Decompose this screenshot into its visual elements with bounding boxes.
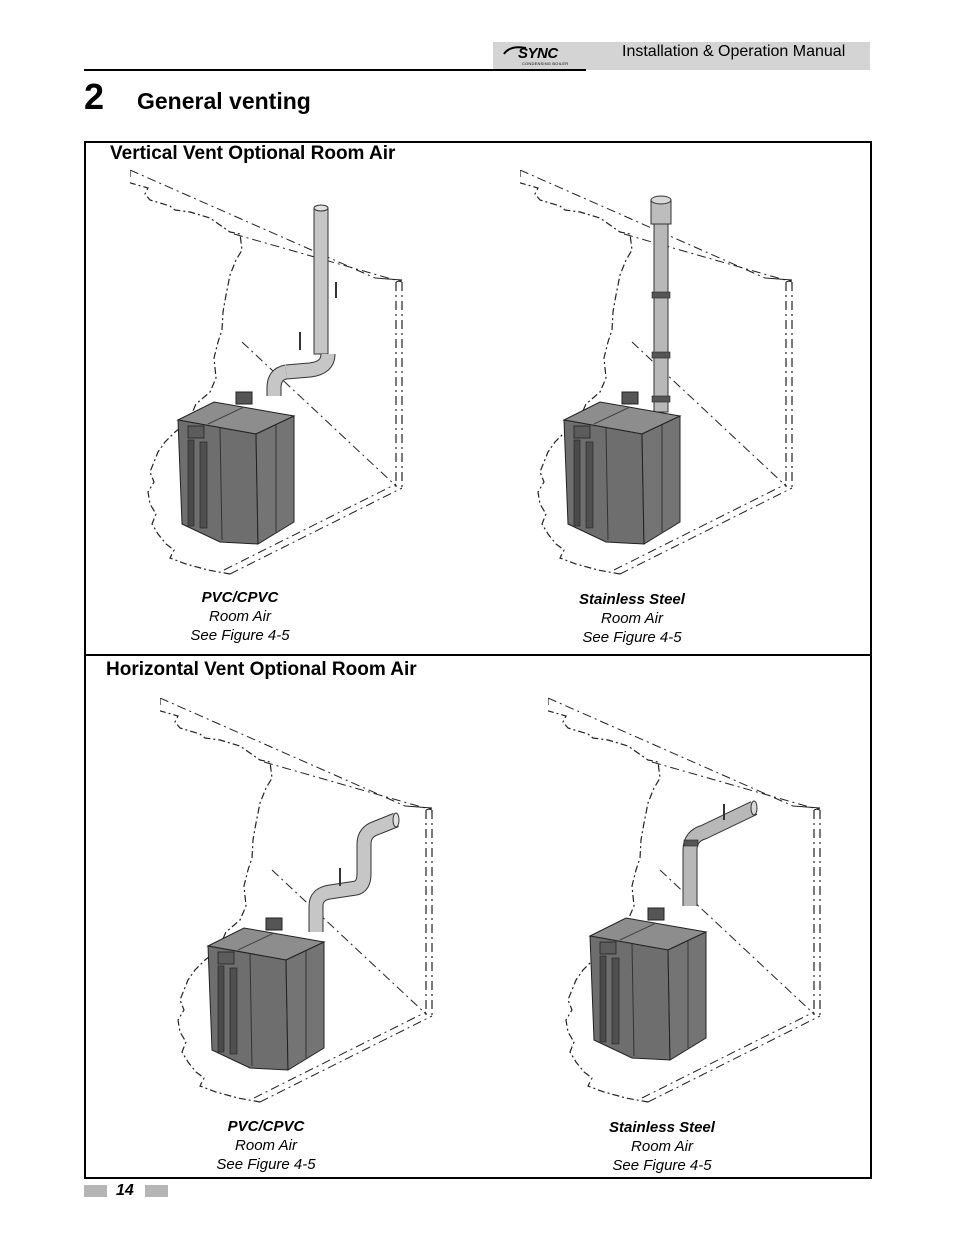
brand-logo: SYNC CONDENSING BOILER [500,42,580,70]
section-number: 2 [84,76,105,117]
caption-vertical-pvc: PVC/CPVC Room Air See Figure 4-5 [140,588,340,645]
manual-title: Installation & Operation Manual [622,43,846,60]
caption-material: PVC/CPVC [227,1118,305,1135]
panel-title-horizontal: Horizontal Vent Optional Room Air [106,659,417,680]
horizontal-pvc-illustration [160,698,433,1103]
caption-ref: See Figure 4-5 [612,1157,712,1174]
caption-air: Room Air [235,1137,297,1154]
caption-material: Stainless Steel [609,1119,715,1136]
caption-horizontal-stainless: Stainless Steel Room Air See Figure 4-5 [562,1118,762,1175]
footer-bar-right [145,1185,168,1197]
logo-text: SYNC [518,45,558,62]
panel-title-vertical: Vertical Vent Optional Room Air [110,143,396,164]
horizontal-stainless-illustration [548,698,821,1103]
header-band [493,42,870,70]
panel-divider [84,654,870,656]
vertical-stainless-illustration [520,170,793,575]
caption-air: Room Air [601,610,663,627]
caption-ref: See Figure 4-5 [216,1156,316,1173]
page-number: 14 [116,1182,134,1199]
logo-subtext: CONDENSING BOILER [522,61,569,66]
section-title: General venting [137,88,311,114]
header-rule [84,69,586,71]
figure-frame [84,141,872,1179]
caption-ref: See Figure 4-5 [582,629,682,646]
caption-material: PVC/CPVC [201,589,279,606]
caption-horizontal-pvc: PVC/CPVC Room Air See Figure 4-5 [166,1117,366,1174]
logo-swoosh-icon [503,46,527,55]
caption-air: Room Air [209,608,271,625]
footer-bar-left [84,1185,107,1197]
caption-ref: See Figure 4-5 [190,627,290,644]
caption-material: Stainless Steel [579,591,685,608]
caption-air: Room Air [631,1138,693,1155]
vertical-pvc-illustration [130,170,403,575]
caption-vertical-stainless: Stainless Steel Room Air See Figure 4-5 [532,590,732,647]
